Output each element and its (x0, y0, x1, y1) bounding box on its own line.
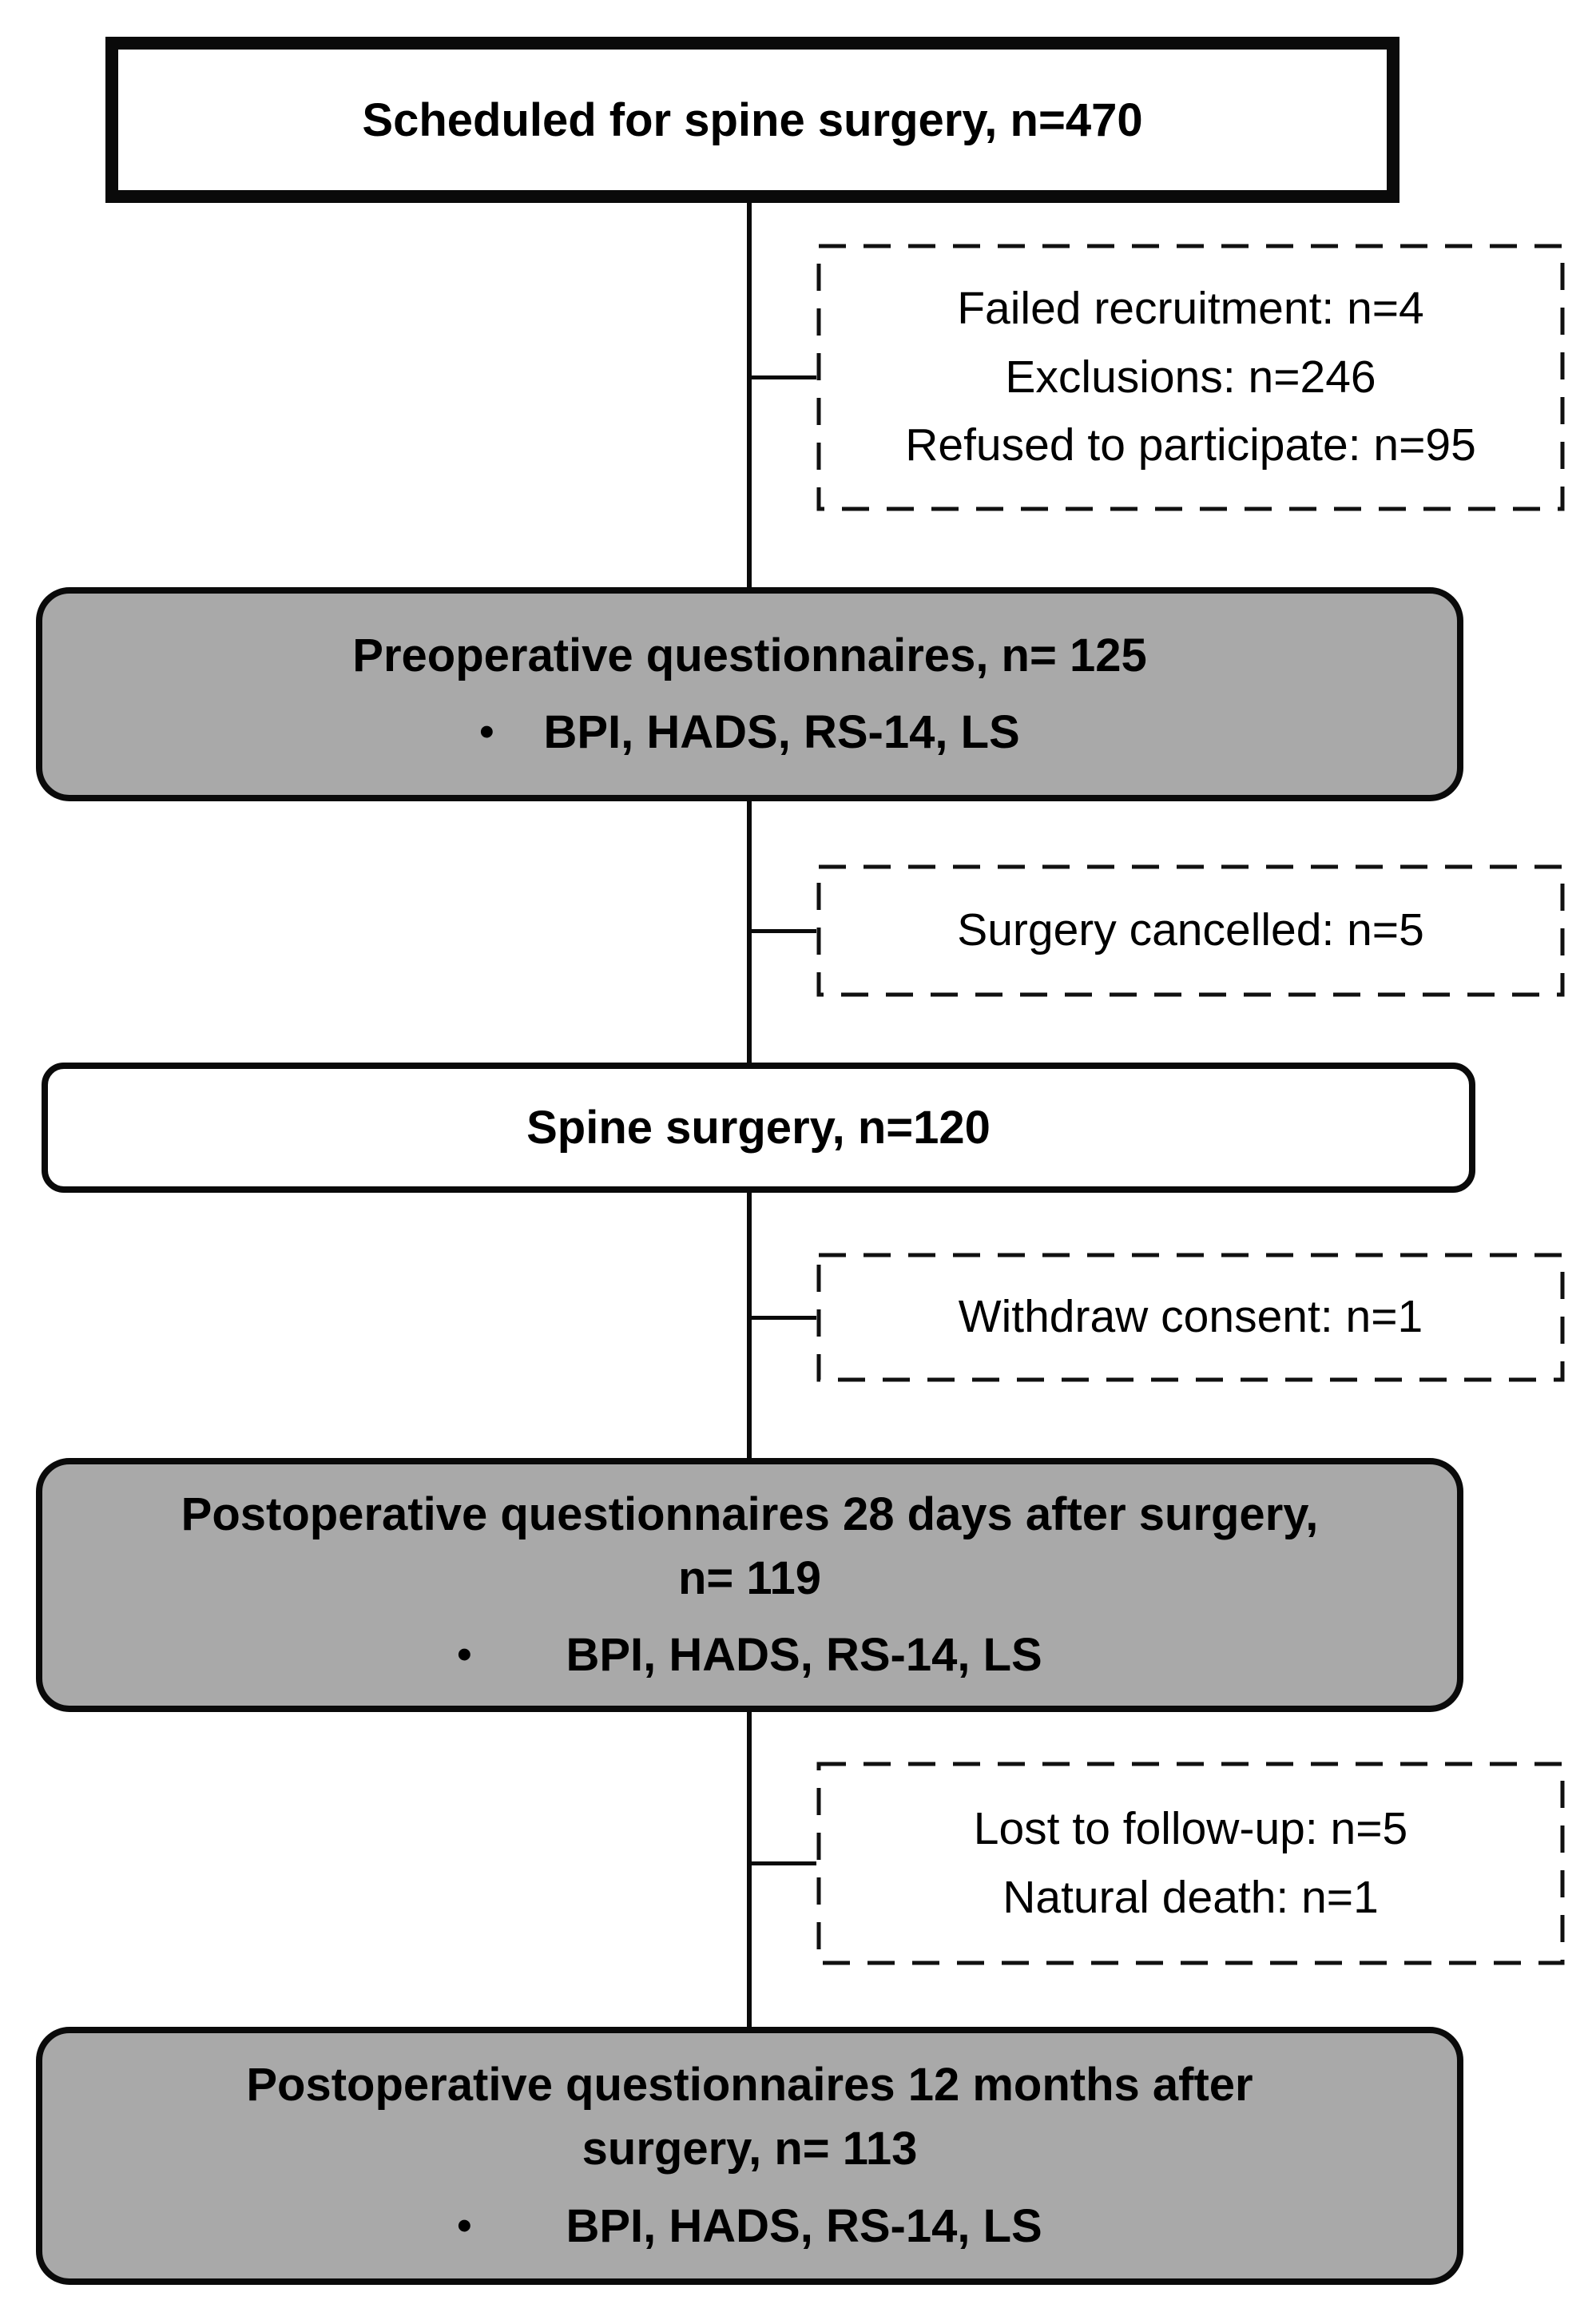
bullet-icon: • (479, 709, 494, 756)
failed-recruitment-line: Failed recruitment: n=4 (957, 283, 1424, 335)
connector-scheduled-to-preop (747, 203, 752, 587)
exclusions-line: Exclusions: n=246 (1005, 351, 1376, 403)
post12-bullet-text: BPI, HADS, RS-14, LS (566, 2199, 1042, 2252)
flow-node-scheduled: Scheduled for spine surgery, n=470 (105, 37, 1399, 203)
dashed-border (816, 1253, 1565, 1382)
preop-bullet-text: BPI, HADS, RS-14, LS (543, 706, 1020, 758)
side-node-lost-followup-text: Lost to follow-up: n=5 Natural death: n=… (816, 1762, 1565, 1965)
connector-post28-to-post12 (747, 1712, 752, 2027)
side-node-withdraw-consent: Withdraw consent: n=1 (816, 1253, 1565, 1382)
side-node-withdraw-consent-text: Withdraw consent: n=1 (816, 1253, 1565, 1382)
dashed-border (816, 244, 1565, 511)
dashed-border (816, 864, 1565, 997)
branch-connector-surgery-cancelled (749, 929, 818, 933)
post12-bullet-row: • BPI, HADS, RS-14, LS (457, 2195, 1042, 2258)
side-node-surgery-cancelled: Surgery cancelled: n=5 (816, 864, 1565, 997)
preop-bullet-row: • BPI, HADS, RS-14, LS (479, 701, 1019, 765)
surgery-cancelled-line: Surgery cancelled: n=5 (957, 904, 1424, 956)
side-node-failed-recruitment: Failed recruitment: n=4 Exclusions: n=24… (816, 244, 1565, 511)
post28-title: Postoperative questionnaires 28 days aft… (181, 1488, 1319, 1604)
post12-title: Postoperative questionnaires 12 months a… (246, 2059, 1253, 2175)
connector-surgery-to-post28 (747, 1193, 752, 1458)
post28-bullet-row: • BPI, HADS, RS-14, LS (457, 1623, 1042, 1687)
dashed-border (816, 1762, 1565, 1965)
flow-node-post28-questionnaires: Postoperative questionnaires 28 days aft… (36, 1458, 1463, 1712)
side-node-lost-followup: Lost to follow-up: n=5 Natural death: n=… (816, 1762, 1565, 1965)
bullet-icon: • (457, 2202, 472, 2249)
withdraw-consent-line: Withdraw consent: n=1 (958, 1291, 1423, 1343)
branch-connector-lost-followup (749, 1861, 818, 1865)
bullet-icon: • (457, 1631, 472, 1678)
side-node-failed-recruitment-text: Failed recruitment: n=4 Exclusions: n=24… (816, 244, 1565, 511)
branch-connector-failed-recruitment (749, 375, 818, 379)
flow-node-preop-questionnaires: Preoperative questionnaires, n= 125 • BP… (36, 587, 1463, 801)
side-node-surgery-cancelled-text: Surgery cancelled: n=5 (816, 864, 1565, 997)
flow-node-spine-surgery: Spine surgery, n=120 (42, 1063, 1475, 1193)
flow-node-post12-questionnaires: Postoperative questionnaires 12 months a… (36, 2027, 1463, 2285)
post28-bullet-text: BPI, HADS, RS-14, LS (566, 1629, 1042, 1682)
lost-followup-line: Lost to follow-up: n=5 (973, 1803, 1408, 1854)
branch-connector-withdraw-consent (749, 1316, 818, 1320)
natural-death-line: Natural death: n=1 (1002, 1871, 1379, 1923)
preop-title: Preoperative questionnaires, n= 125 (352, 629, 1147, 681)
spine-surgery-label: Spine surgery, n=120 (526, 1102, 991, 1154)
flow-node-scheduled-label: Scheduled for spine surgery, n=470 (362, 93, 1143, 146)
refused-line: Refused to participate: n=95 (905, 419, 1476, 471)
